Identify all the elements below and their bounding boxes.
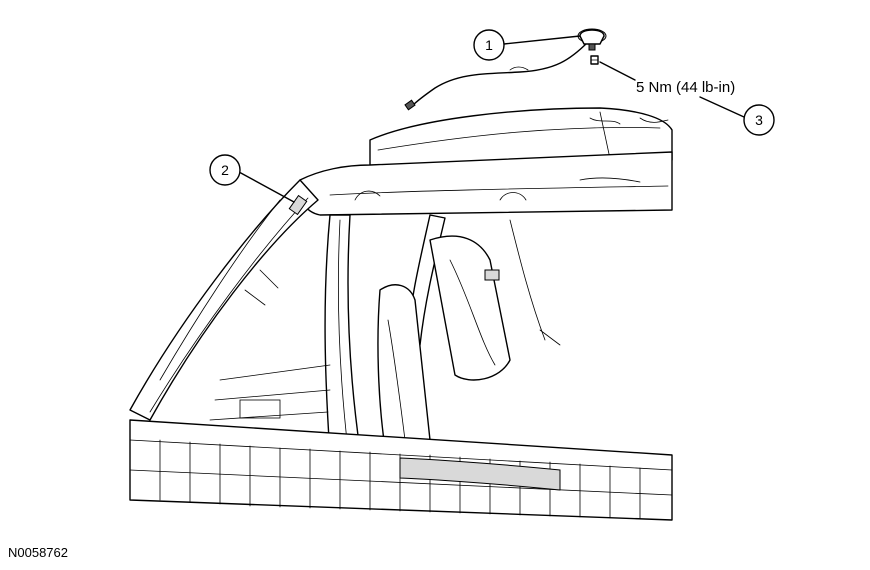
antenna-nut: [590, 55, 599, 65]
torque-spec-label: 5 Nm (44 lb-in): [636, 79, 735, 96]
callout-2-number: 2: [221, 162, 229, 178]
callout-3-number: 3: [755, 112, 763, 128]
leader-line-3: [699, 96, 745, 118]
antenna-cable: [404, 41, 589, 111]
callout-1-number: 1: [485, 37, 493, 53]
callout-1: 1: [473, 29, 505, 61]
callout-2: 2: [209, 154, 241, 186]
rear-body-side: [484, 219, 561, 346]
antenna-base: [577, 28, 607, 51]
cowl-grille: [129, 419, 673, 521]
leader-lines: [238, 35, 745, 203]
leader-line-2: [238, 171, 295, 203]
leader-line-1: [503, 35, 581, 45]
callout-3: 3: [743, 104, 775, 136]
windshield-header: [298, 151, 673, 216]
a-pillar: [129, 179, 319, 421]
door-panel: [209, 364, 331, 421]
leader-line-torque: [599, 61, 636, 81]
seat: [377, 235, 511, 455]
figure-id: N0058762: [8, 545, 68, 560]
